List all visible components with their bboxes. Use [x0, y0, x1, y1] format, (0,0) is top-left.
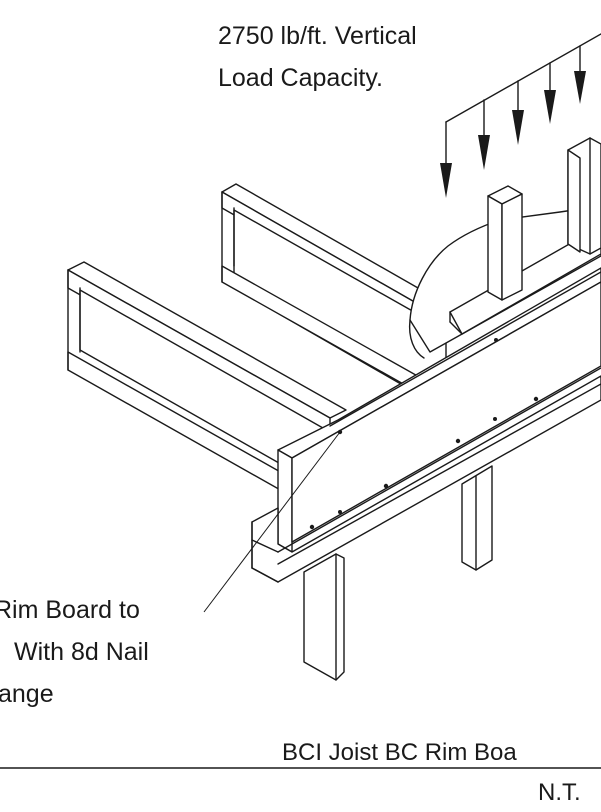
title-block: BCI Joist BC Rim Boa N.T.	[0, 739, 601, 806]
load-distribution-line	[445, 33, 601, 123]
load-arrows	[440, 33, 601, 198]
rim-board-nails	[309, 338, 539, 530]
support-post-back	[461, 465, 493, 571]
scale-note: N.T.	[538, 779, 581, 806]
nail-note-line-1: Rim Board to	[0, 596, 140, 624]
nail-note-line-3: ange	[0, 680, 54, 708]
wall-stud-2	[567, 137, 601, 255]
i-joist-front	[67, 261, 347, 519]
detail-title: BCI Joist BC Rim Boa	[282, 739, 517, 766]
nail-note-leader-line	[203, 431, 341, 613]
wall-sole-plate	[449, 225, 601, 335]
rim-board-face	[291, 281, 601, 543]
support-post-front	[303, 553, 345, 681]
load-arrow-2	[478, 99, 490, 170]
nail-note-line-2: With 8d Nail	[14, 638, 149, 666]
load-arrow-5	[574, 45, 586, 104]
load-label-line-2: Load Capacity.	[218, 64, 383, 92]
nail-note-label: Rim Board to With 8d Nail ange	[0, 596, 149, 708]
load-label: 2750 lb/ft. Vertical Load Capacity.	[218, 22, 417, 92]
wall-stud-1	[487, 185, 523, 301]
load-label-line-1: 2750 lb/ft. Vertical	[218, 22, 417, 50]
load-arrow-4	[544, 62, 556, 124]
wall-framing	[449, 137, 601, 335]
load-arrow-1	[440, 121, 452, 198]
rim-board-end	[277, 449, 293, 553]
load-arrow-3	[512, 80, 524, 145]
rim-board	[277, 267, 601, 553]
